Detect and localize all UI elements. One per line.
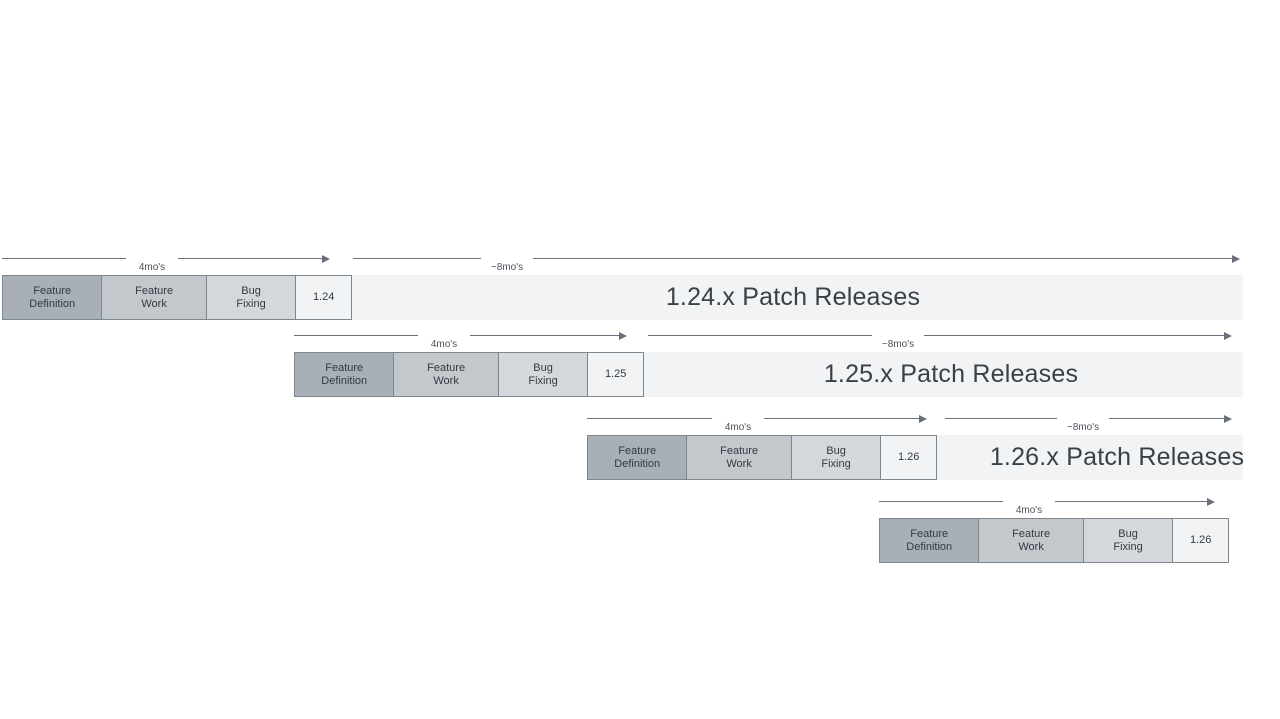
phase-bug-fixing[interactable]: Bug Fixing (1083, 519, 1174, 562)
phase-feature-work[interactable]: Feature Work (687, 436, 792, 479)
patch-duration-arrow-1.26-arrowhead-icon (1224, 414, 1232, 423)
dev-duration-arrow-1.24-label: 4mo's (138, 262, 166, 273)
patch-duration-arrow-1.25-label: ~8mo's (881, 339, 915, 350)
phase-feature-work[interactable]: Feature Work (394, 353, 499, 396)
patch-duration-arrow-1.26-label: ~8mo's (1066, 422, 1100, 433)
dev-duration-arrow-1.25-line-right (470, 335, 619, 336)
patch-duration-arrow-1.25-line-left (648, 335, 872, 336)
phase-feature-work[interactable]: Feature Work (979, 519, 1084, 562)
patch-duration-arrow-1.25-arrowhead-icon (1224, 331, 1232, 340)
dev-duration-arrow-1.24-line-right (178, 258, 322, 259)
phase-feature-work[interactable]: Feature Work (102, 276, 207, 319)
patch-duration-arrow-1.24-label: ~8mo's (490, 262, 524, 273)
phase-version-tag[interactable]: 1.26 (881, 436, 936, 479)
patch-duration-arrow-1.24-line-right (533, 258, 1232, 259)
dev-duration-arrow-1.24-line-left (2, 258, 126, 259)
phase-bug-fixing[interactable]: Bug Fixing (791, 436, 882, 479)
phase-version-tag[interactable]: 1.25 (588, 353, 643, 396)
patch-release-label: 1.25.x Patch Releases (823, 360, 1079, 388)
dev-duration-arrow-1.26-arrowhead-icon (919, 414, 927, 423)
patch-duration-arrow-1.24-arrowhead-icon (1232, 254, 1240, 263)
dev-duration-arrow-1.25-line-left (294, 335, 418, 336)
phase-bug-fixing[interactable]: Bug Fixing (498, 353, 589, 396)
patch-duration-arrow-1.24-line-left (353, 258, 481, 259)
dev-duration-arrow-1.26-label: 4mo's (1015, 505, 1043, 516)
dev-duration-arrow-1.26-line-left (879, 501, 1003, 502)
phase-feature-definition[interactable]: Feature Definition (3, 276, 103, 319)
patch-duration-arrow-1.26-line-left (945, 418, 1057, 419)
phase-bug-fixing[interactable]: Bug Fixing (206, 276, 297, 319)
dev-duration-arrow-1.25-arrowhead-icon (619, 331, 627, 340)
dev-duration-arrow-1.24-arrowhead-icon (322, 254, 330, 263)
patch-duration-arrow-1.25-line-right (924, 335, 1224, 336)
dev-duration-arrow-1.26-line-right (1055, 501, 1207, 502)
dev-duration-arrow-1.26-arrowhead-icon (1207, 497, 1215, 506)
dev-duration-arrow-1.26-line-right (764, 418, 919, 419)
patch-release-label: 1.26.x Patch Releases (989, 443, 1245, 471)
dev-duration-arrow-1.26-label: 4mo's (724, 422, 752, 433)
phase-version-tag[interactable]: 1.24 (296, 276, 351, 319)
phase-version-tag[interactable]: 1.26 (1173, 519, 1228, 562)
phase-feature-definition[interactable]: Feature Definition (880, 519, 980, 562)
patch-duration-arrow-1.26-line-right (1109, 418, 1224, 419)
dev-duration-arrow-1.26-line-left (587, 418, 712, 419)
phase-feature-definition[interactable]: Feature Definition (588, 436, 688, 479)
patch-release-label: 1.24.x Patch Releases (665, 283, 921, 311)
dev-duration-arrow-1.25-label: 4mo's (430, 339, 458, 350)
phase-feature-definition[interactable]: Feature Definition (295, 353, 395, 396)
